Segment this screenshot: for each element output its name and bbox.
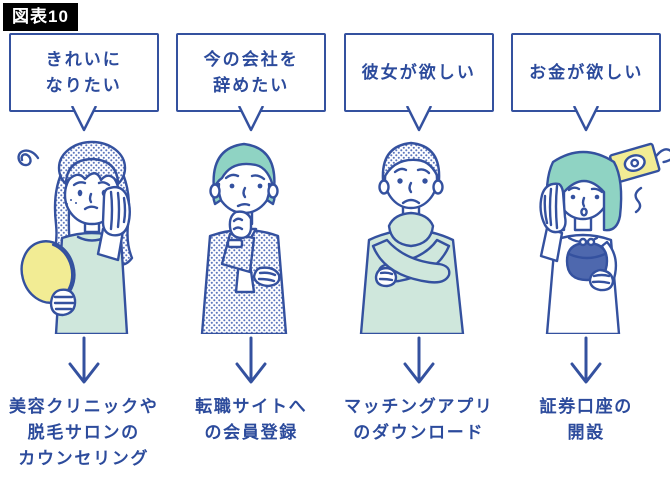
- action-text-line: 脱毛サロンの: [27, 423, 140, 442]
- columns-row: きれいに なりたい: [0, 33, 670, 472]
- illustration-man-thinking: [200, 142, 287, 334]
- down-arrow: [570, 336, 602, 384]
- speech-bubble-beauty: きれいに なりたい: [8, 33, 159, 132]
- action-text-line: マッチングアプリ: [343, 397, 494, 416]
- bubble-text-line: お金が欲しい: [529, 62, 644, 82]
- speech-bubble-tail: [405, 106, 432, 132]
- action-text-line: のダウンロード: [353, 423, 485, 442]
- action-text-securities: 証券口座の 開設: [540, 394, 634, 446]
- worry-squiggle-icon: [634, 186, 642, 214]
- speech-bubble-tail: [70, 106, 97, 132]
- column-beauty: きれいに なりたい: [0, 33, 168, 472]
- down-arrow: [235, 336, 267, 384]
- worry-squiggle-icon: [17, 149, 40, 167]
- bubble-text-line: きれいに: [45, 49, 122, 69]
- bubble-text-line: 辞めたい: [213, 75, 290, 95]
- speech-bubble-money: お金が欲しい: [511, 33, 662, 132]
- down-arrow: [403, 336, 435, 384]
- action-text-line: 開設: [567, 423, 605, 442]
- column-girlfriend: 彼女が欲しい: [335, 33, 503, 472]
- bubble-text-line: なりたい: [45, 75, 122, 95]
- action-text-matching-app: マッチングアプリ のダウンロード: [344, 394, 494, 446]
- action-text-line: の会員登録: [204, 423, 298, 442]
- action-text-line: 証券口座の: [539, 397, 633, 416]
- speech-bubble-tail: [573, 106, 600, 132]
- figure-number-label: 図表10: [3, 3, 78, 31]
- illustration-woman-with-hand-mirror: [17, 140, 134, 334]
- illustration-woman-with-coin-purse: [539, 142, 670, 334]
- illustration-man-arms-crossed: [360, 141, 465, 334]
- column-money: お金が欲しい: [503, 33, 670, 472]
- action-text-line: 美容クリニックや: [8, 397, 159, 416]
- action-text-job: 転職サイトへ の会員登録: [195, 394, 307, 446]
- speech-bubble-tail: [238, 106, 265, 132]
- down-arrow: [68, 336, 100, 384]
- bubble-text-line: 彼女が欲しい: [361, 62, 476, 82]
- bubble-text-line: 今の会社を: [203, 49, 299, 69]
- action-text-beauty: 美容クリニックや 脱毛サロンの カウンセリング: [9, 394, 159, 472]
- speech-bubble-girlfriend: 彼女が欲しい: [343, 33, 494, 132]
- action-text-line: カウンセリング: [18, 449, 150, 468]
- column-job-change: 今の会社を 辞めたい: [168, 33, 336, 472]
- speech-bubble-job: 今の会社を 辞めたい: [176, 33, 327, 132]
- action-text-line: 転職サイトへ: [195, 397, 308, 416]
